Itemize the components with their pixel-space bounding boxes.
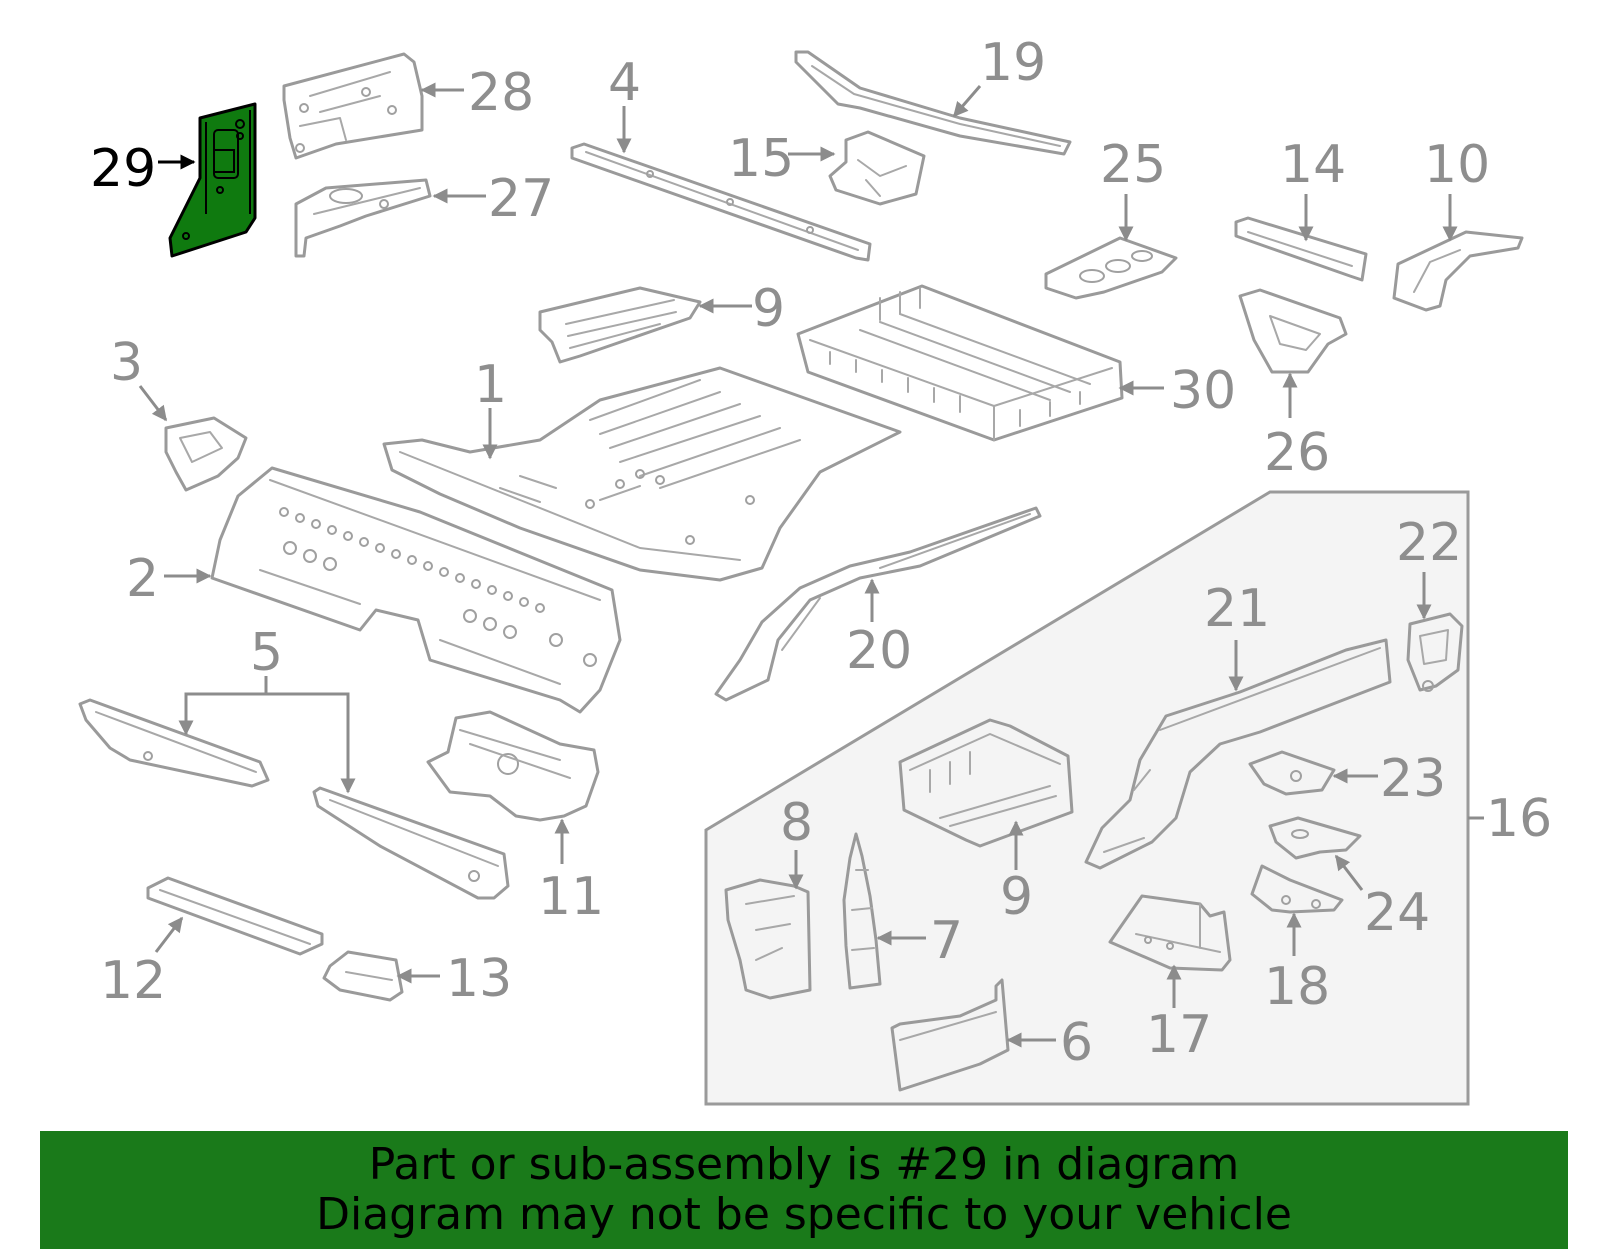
part-23[interactable] bbox=[1248, 750, 1336, 796]
part-27[interactable] bbox=[294, 178, 432, 258]
callout-3[interactable]: 3 bbox=[110, 333, 143, 393]
part-11[interactable] bbox=[426, 710, 600, 822]
callout-30[interactable]: 30 bbox=[1170, 361, 1236, 421]
part-2-rear-panel[interactable] bbox=[210, 466, 622, 714]
callout-23[interactable]: 23 bbox=[1380, 749, 1446, 809]
callout-15[interactable]: 15 bbox=[728, 129, 794, 189]
callout-25[interactable]: 25 bbox=[1100, 135, 1166, 195]
part-14[interactable] bbox=[1234, 216, 1368, 282]
callout-26[interactable]: 26 bbox=[1264, 423, 1330, 483]
callout-22[interactable]: 22 bbox=[1396, 513, 1462, 573]
callout-2[interactable]: 2 bbox=[126, 549, 159, 609]
part-5-right[interactable] bbox=[312, 786, 510, 900]
callout-7[interactable]: 7 bbox=[930, 911, 963, 971]
part-4[interactable] bbox=[570, 142, 872, 262]
callout-8[interactable]: 8 bbox=[780, 793, 813, 853]
part-30[interactable] bbox=[796, 284, 1124, 442]
part-19[interactable] bbox=[794, 50, 1072, 156]
callout-13[interactable]: 13 bbox=[446, 949, 512, 1009]
part-26[interactable] bbox=[1238, 288, 1348, 374]
callout-labels: 29 28 27 4 19 15 25 14 10 9 30 26 3 1 2 … bbox=[90, 33, 1552, 1073]
part-28[interactable] bbox=[282, 52, 424, 160]
callout-4[interactable]: 4 bbox=[608, 53, 641, 113]
part-25[interactable] bbox=[1044, 236, 1178, 300]
callout-18[interactable]: 18 bbox=[1264, 957, 1330, 1017]
callout-24[interactable]: 24 bbox=[1364, 883, 1430, 943]
part-20[interactable] bbox=[714, 506, 1042, 702]
part-24[interactable] bbox=[1268, 816, 1362, 860]
part-18[interactable] bbox=[1250, 864, 1344, 914]
callout-5[interactable]: 5 bbox=[250, 623, 283, 683]
part-22[interactable] bbox=[1406, 612, 1464, 692]
callout-29[interactable]: 29 bbox=[90, 139, 156, 199]
part-8[interactable] bbox=[724, 878, 812, 1000]
callout-6[interactable]: 6 bbox=[1060, 1013, 1093, 1073]
part-15[interactable] bbox=[828, 130, 926, 206]
part-1-floor-pan[interactable] bbox=[382, 366, 902, 582]
callout-21[interactable]: 21 bbox=[1204, 579, 1270, 639]
part-12[interactable] bbox=[146, 876, 324, 956]
part-17[interactable] bbox=[1108, 894, 1232, 972]
callout-17[interactable]: 17 bbox=[1146, 1005, 1212, 1065]
part-13[interactable] bbox=[322, 950, 404, 1002]
callout-19[interactable]: 19 bbox=[980, 33, 1046, 93]
part-7[interactable] bbox=[842, 832, 882, 990]
leader-lines bbox=[138, 82, 1484, 1048]
part-3[interactable] bbox=[164, 416, 248, 492]
callout-12[interactable]: 12 bbox=[100, 951, 166, 1011]
callout-1[interactable]: 1 bbox=[474, 355, 507, 415]
sub-assembly-16-inset bbox=[704, 490, 1470, 1106]
part-6[interactable] bbox=[890, 978, 1010, 1092]
part-21[interactable] bbox=[1084, 638, 1392, 870]
part-5-left[interactable] bbox=[78, 698, 270, 788]
part-29-highlighted[interactable] bbox=[168, 102, 257, 258]
callout-14[interactable]: 14 bbox=[1280, 135, 1346, 195]
banner-line-1: Part or sub-assembly is #29 in diagram bbox=[368, 1139, 1240, 1190]
part-9-upper[interactable] bbox=[538, 286, 702, 364]
info-banner: Part or sub-assembly is #29 in diagram D… bbox=[40, 1131, 1568, 1249]
callout-10[interactable]: 10 bbox=[1424, 135, 1490, 195]
callout-9-lower[interactable]: 9 bbox=[1000, 867, 1033, 927]
callout-28[interactable]: 28 bbox=[468, 63, 534, 123]
callout-20[interactable]: 20 bbox=[846, 621, 912, 681]
callout-9-upper[interactable]: 9 bbox=[752, 279, 785, 339]
callout-11[interactable]: 11 bbox=[538, 867, 604, 927]
callout-16[interactable]: 16 bbox=[1486, 789, 1552, 849]
callout-27[interactable]: 27 bbox=[488, 169, 554, 229]
part-9-lower[interactable] bbox=[898, 718, 1074, 848]
part-10[interactable] bbox=[1392, 230, 1524, 312]
banner-line-2: Diagram may not be specific to your vehi… bbox=[316, 1189, 1292, 1240]
